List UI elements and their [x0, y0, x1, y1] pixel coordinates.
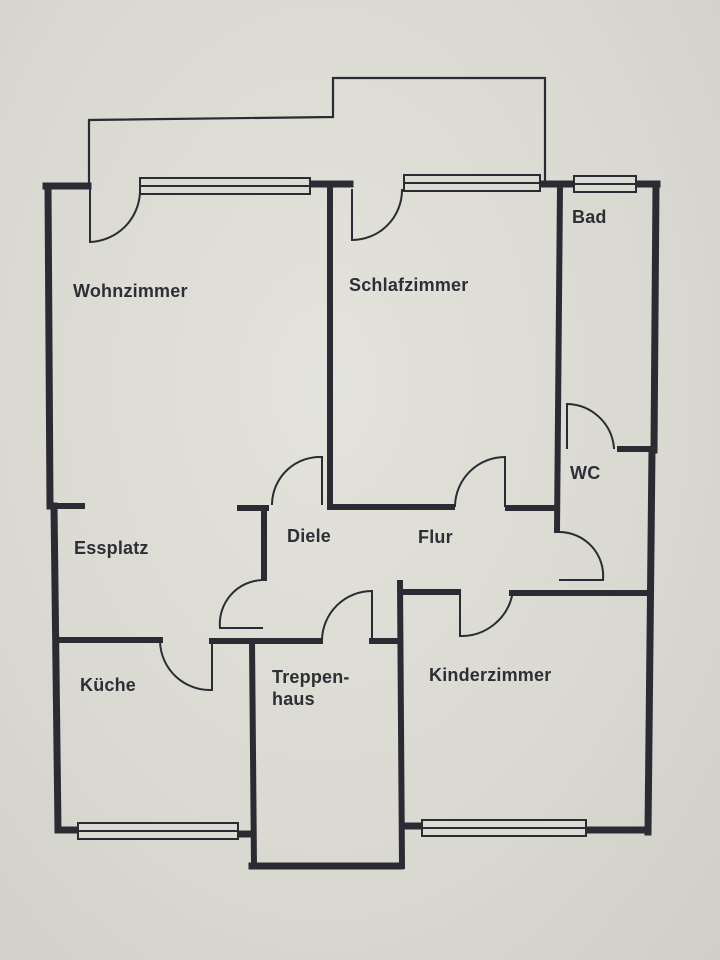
windows	[77, 174, 637, 840]
doors	[89, 188, 616, 692]
room-label-diele: Diele	[287, 526, 332, 546]
room-label-bad: Bad	[572, 207, 607, 227]
room-label-treppenhaus: Treppen- haus	[272, 667, 350, 709]
room-label-schlafzimmer: Schlafzimmer	[349, 275, 469, 295]
room-label-wc: WC	[570, 463, 601, 483]
room-label-essplatz: Essplatz	[74, 538, 149, 558]
room-label-wohnzimmer: Wohnzimmer	[73, 281, 188, 301]
room-label-flur: Flur	[418, 527, 453, 547]
room-label-kinderzimmer: Kinderzimmer	[429, 665, 552, 685]
outer-walls	[42, 180, 661, 870]
balcony-outline	[87, 76, 547, 185]
interior-walls	[49, 182, 657, 870]
room-label-kueche: Küche	[80, 675, 137, 695]
